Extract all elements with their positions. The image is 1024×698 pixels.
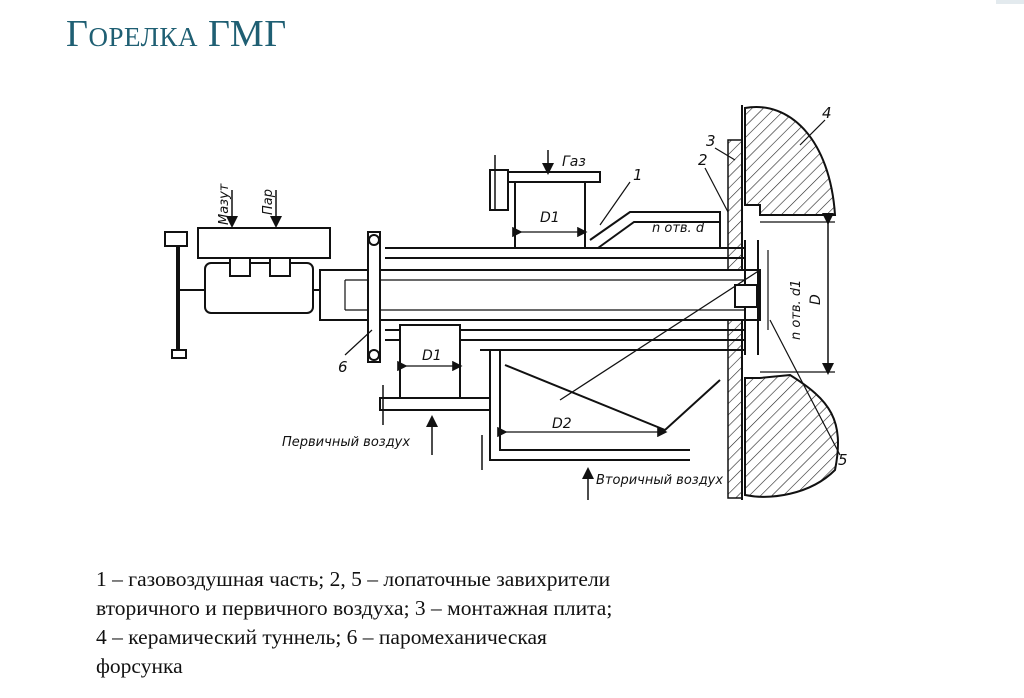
burner-drawing: Мазут Пар Газ D1 n отв. d n отв. d1 D D1… [164,104,848,500]
label-d1-top: D1 [540,210,560,226]
label-primary-air: Первичный воздух [282,435,410,450]
label-gas: Газ [562,154,586,170]
label-holes-d: n отв. d [652,221,705,236]
corner-decoration [996,0,1024,4]
callout-6: 6 [338,358,348,376]
figure-caption: 1 – газовоздушная часть; 2, 5 – лопаточн… [96,565,876,681]
callout-3: 3 [706,132,716,150]
caption-line: вторичного и первичного воздуха; 3 – мон… [96,596,613,620]
label-d-big: D [808,294,824,305]
page-title: Горелка ГМГ [66,13,287,55]
callout-5: 5 [838,451,848,469]
callout-1: 1 [633,166,643,184]
caption-line: форсунка [96,654,183,678]
label-par: Пар [261,189,276,215]
caption-line: 1 – газовоздушная часть; 2, 5 – лопаточн… [96,567,611,591]
label-holes-d1: n отв. d1 [789,280,804,340]
label-mazut: Мазут [217,183,232,225]
caption-line: 4 – керамический туннель; 6 – паромехани… [96,625,547,649]
ceramic-tunnel-lower [744,373,839,498]
callout-2: 2 [698,151,708,169]
label-d1-bottom: D1 [422,348,442,364]
label-d2: D2 [552,416,572,432]
callout-4: 4 [822,104,832,122]
burner-body [319,269,761,321]
ceramic-tunnel [744,106,837,216]
label-secondary-air: Вторичный воздух [596,473,723,488]
